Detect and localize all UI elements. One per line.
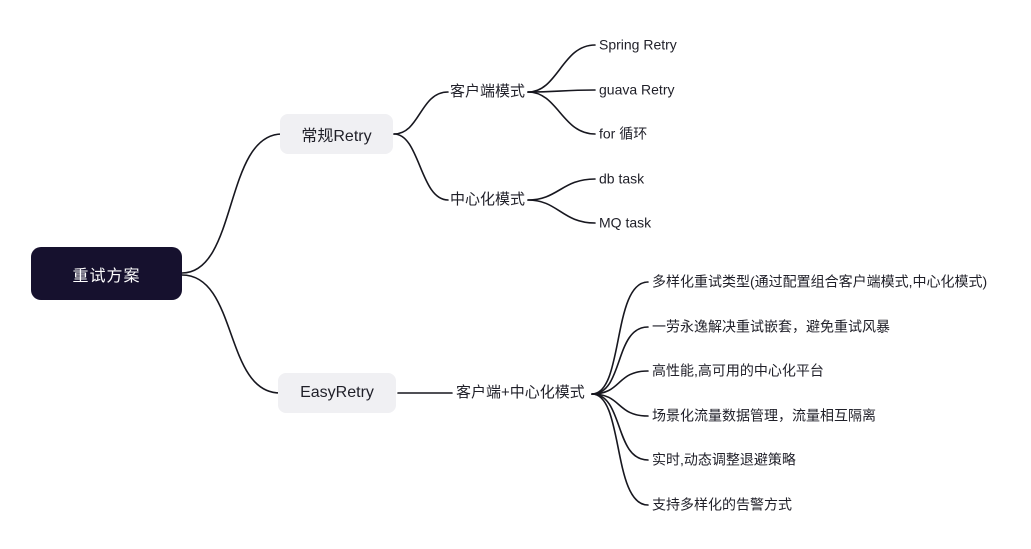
leaf-db-task[interactable]: db task bbox=[599, 170, 645, 187]
connector-combined-leaf4 bbox=[591, 393, 649, 417]
leaf-guava-retry[interactable]: guava Retry bbox=[599, 81, 675, 98]
branch-regular-retry[interactable]: 常规Retry bbox=[280, 114, 393, 154]
connector-clientmode-spring bbox=[527, 44, 596, 93]
leaf-dynamic-backoff-strategy[interactable]: 实时,动态调整退避策略 bbox=[652, 451, 796, 468]
leaf-traffic-isolation[interactable]: 场景化流量数据管理，流量相互隔离 bbox=[652, 407, 876, 424]
connector-combined-leaf2 bbox=[591, 326, 649, 395]
subnode-client-mode[interactable]: 客户端模式 bbox=[450, 83, 526, 100]
connector-root-easyretry bbox=[181, 274, 281, 394]
leaf-avoid-retry-storm[interactable]: 一劳永逸解决重试嵌套，避免重试风暴 bbox=[652, 318, 890, 335]
subnode-central-mode[interactable]: 中心化模式 bbox=[450, 191, 526, 208]
connector-root-regular bbox=[181, 133, 283, 274]
connector-combined-leaf1 bbox=[591, 281, 649, 395]
leaf-diverse-alert-methods[interactable]: 支持多样化的告警方式 bbox=[652, 496, 792, 513]
leaf-for-loop[interactable]: for 循环 bbox=[599, 125, 648, 142]
connector-clientmode-for bbox=[527, 91, 596, 135]
connector-combined-leaf6 bbox=[591, 393, 649, 506]
connector-centralmode-dbtask bbox=[527, 178, 596, 201]
connector-combined-leaf5 bbox=[591, 393, 649, 461]
connector-clientmode-guava bbox=[527, 89, 596, 93]
leaf-spring-retry[interactable]: Spring Retry bbox=[599, 36, 677, 53]
connector-combined-leaf3 bbox=[591, 370, 649, 395]
leaf-mq-task[interactable]: MQ task bbox=[599, 214, 652, 231]
node-root[interactable]: 重试方案 bbox=[31, 247, 182, 300]
leaf-high-performance-platform[interactable]: 高性能,高可用的中心化平台 bbox=[652, 362, 824, 379]
connector-centralmode-mqtask bbox=[527, 199, 596, 224]
connector-regular-clientmode bbox=[393, 91, 449, 135]
branch-easyretry[interactable]: EasyRetry bbox=[278, 373, 396, 413]
connector-regular-centralmode bbox=[393, 133, 449, 201]
subnode-client-central-mode[interactable]: 客户端+中心化模式 bbox=[456, 384, 585, 401]
leaf-diverse-retry-types[interactable]: 多样化重试类型(通过配置组合客户端模式,中心化模式) bbox=[652, 273, 988, 290]
